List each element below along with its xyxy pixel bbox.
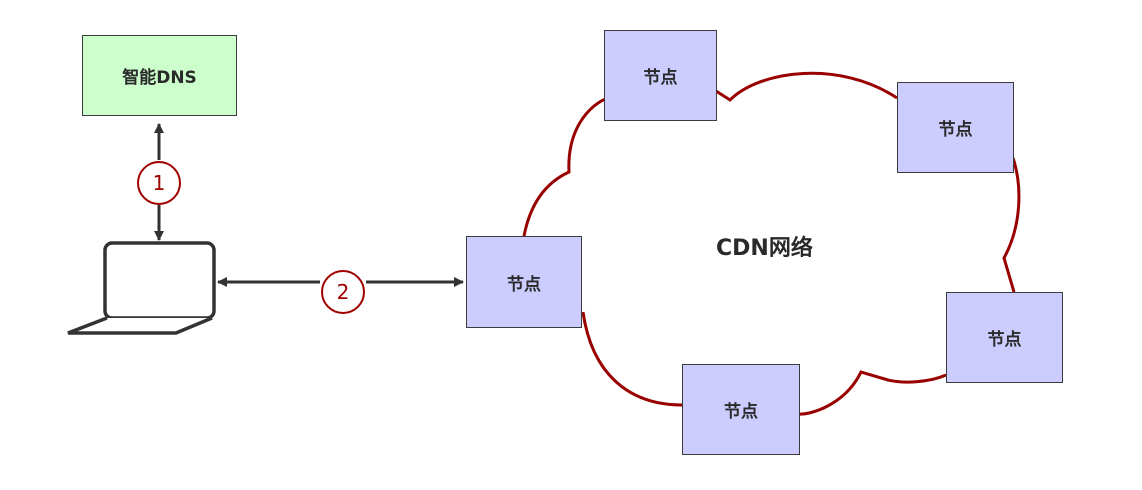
cdn-cloud-outline <box>522 71 1021 416</box>
node-label: 节点 <box>987 330 1022 350</box>
cdn-network-label: CDN网络 <box>716 236 813 261</box>
cdn-node-top: 节点 <box>604 30 717 121</box>
step-1-label: 1 <box>152 171 166 195</box>
cdn-node-bottom: 节点 <box>682 364 800 455</box>
node-label: 节点 <box>938 120 973 140</box>
node-label: 节点 <box>643 68 678 88</box>
smart-dns-label: 智能DNS <box>122 68 197 88</box>
node-label: 节点 <box>724 402 758 422</box>
laptop-icon <box>67 241 216 335</box>
smart-dns-box: 智能DNS <box>82 35 237 116</box>
step-2-label: 2 <box>336 280 350 304</box>
cdn-node-top-right: 节点 <box>897 82 1014 173</box>
step-2-badge: 2 <box>321 270 365 314</box>
step-1-badge: 1 <box>137 161 181 205</box>
cdn-node-left: 节点 <box>466 236 582 328</box>
cdn-node-bottom-right: 节点 <box>946 292 1063 383</box>
node-label: 节点 <box>507 274 541 295</box>
